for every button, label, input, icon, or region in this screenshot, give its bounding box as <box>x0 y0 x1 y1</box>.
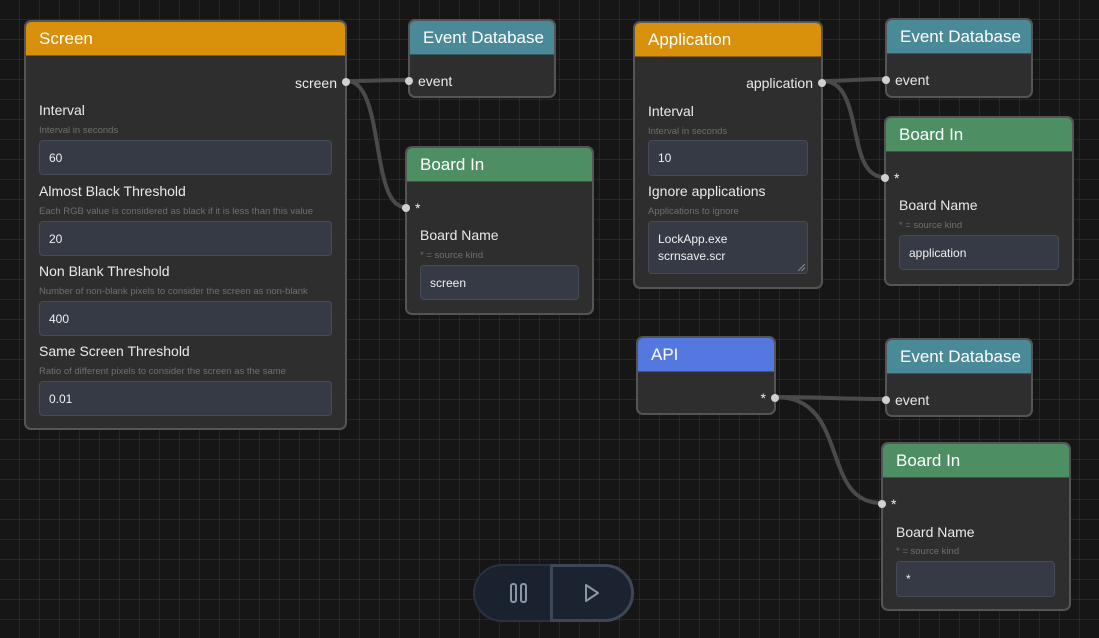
playback-controls <box>473 564 634 622</box>
interval-label: Interval <box>39 102 85 118</box>
output-port-label: * <box>760 390 766 406</box>
event-database-node[interactable]: Event Database event <box>882 18 1033 98</box>
output-port[interactable] <box>342 78 350 86</box>
board-name-input[interactable]: * <box>896 561 1055 597</box>
almost-black-threshold-desc: Each RGB value is considered as black if… <box>39 206 314 217</box>
input-port-label: event <box>895 72 930 88</box>
node-title[interactable]: Event Database <box>887 340 1031 374</box>
ignore-app-line: LockApp.exe <box>658 232 728 246</box>
almost-black-threshold-input[interactable]: 20 <box>39 221 332 256</box>
screen-node[interactable]: Screen screen Interval Interval in secon… <box>24 20 350 430</box>
node-title[interactable]: Application <box>635 23 821 57</box>
node-title[interactable]: Event Database <box>410 21 554 55</box>
same-screen-threshold-desc: Ratio of different pixels to consider th… <box>39 366 286 377</box>
non-blank-threshold-desc: Number of non-blank pixels to consider t… <box>39 286 308 297</box>
almost-black-threshold-label: Almost Black Threshold <box>39 183 186 199</box>
non-blank-threshold-input[interactable]: 400 <box>39 301 332 336</box>
board-name-input[interactable]: application <box>899 235 1059 270</box>
board-name-desc: * = source kind <box>896 546 960 557</box>
input-port[interactable] <box>881 174 889 182</box>
wire-application-to-event-db <box>821 77 887 83</box>
input-port[interactable] <box>882 76 890 84</box>
wire-screen-to-board-in <box>345 79 407 209</box>
api-node[interactable]: API * <box>636 336 779 415</box>
input-port-label: event <box>418 73 453 89</box>
ignore-applications-label: Ignore applications <box>648 183 766 199</box>
wire-screen-to-event-db <box>345 78 410 83</box>
board-name-label: Board Name <box>420 227 499 243</box>
board-in-node[interactable]: Board In * Board Name * = source kind * <box>878 442 1071 611</box>
ignore-applications-desc: Applications to ignore <box>648 206 739 217</box>
play-button[interactable] <box>550 564 634 622</box>
board-name-label: Board Name <box>899 197 978 213</box>
resize-grip-icon[interactable] <box>798 264 805 271</box>
board-in-node[interactable]: Board In * Board Name * = source kind sc… <box>402 146 594 315</box>
input-port-label: * <box>415 200 421 216</box>
input-port[interactable] <box>405 77 413 85</box>
application-node[interactable]: Application application Interval Interva… <box>633 21 826 289</box>
board-name-desc: * = source kind <box>420 250 484 261</box>
node-title[interactable]: Board In <box>883 444 1069 478</box>
wire-application-to-board-in <box>821 79 886 179</box>
same-screen-threshold-label: Same Screen Threshold <box>39 343 190 359</box>
pause-button[interactable] <box>473 564 563 622</box>
interval-label: Interval <box>648 103 694 119</box>
input-port[interactable] <box>878 500 886 508</box>
interval-input[interactable]: 60 <box>39 140 332 175</box>
node-title[interactable]: Board In <box>407 148 592 182</box>
interval-desc: Interval in seconds <box>39 125 119 136</box>
output-port-label: application <box>746 75 813 91</box>
wire-api-to-board-in <box>774 395 883 505</box>
node-title[interactable]: Board In <box>886 118 1072 152</box>
output-port[interactable] <box>771 394 779 402</box>
output-port-label: screen <box>294 75 337 91</box>
node-title[interactable]: Event Database <box>887 20 1031 54</box>
ignore-applications-textarea[interactable]: LockApp.exe scrnsave.scr <box>648 221 808 274</box>
board-in-node[interactable]: Board In * Board Name * = source kind ap… <box>881 116 1074 286</box>
same-screen-threshold-input[interactable]: 0.01 <box>39 381 332 416</box>
ignore-app-line: scrnsave.scr <box>658 249 726 263</box>
event-database-node[interactable]: Event Database event <box>405 19 556 98</box>
event-database-node[interactable]: Event Database event <box>882 338 1033 417</box>
pause-icon <box>510 583 527 603</box>
input-port-label: event <box>895 392 930 408</box>
input-port[interactable] <box>402 204 410 212</box>
input-port-label: * <box>894 170 900 186</box>
board-name-input[interactable]: screen <box>420 265 579 300</box>
interval-input[interactable]: 10 <box>648 140 808 176</box>
input-port[interactable] <box>882 396 890 404</box>
node-title[interactable]: API <box>638 338 774 372</box>
wire-api-to-event-db <box>774 395 887 401</box>
output-port[interactable] <box>818 79 826 87</box>
node-title[interactable]: Screen <box>26 22 345 56</box>
interval-desc: Interval in seconds <box>648 126 728 137</box>
board-name-label: Board Name <box>896 524 975 540</box>
non-blank-threshold-label: Non Blank Threshold <box>39 263 170 279</box>
play-icon <box>585 584 599 602</box>
board-name-desc: * = source kind <box>899 220 963 231</box>
input-port-label: * <box>891 496 897 512</box>
